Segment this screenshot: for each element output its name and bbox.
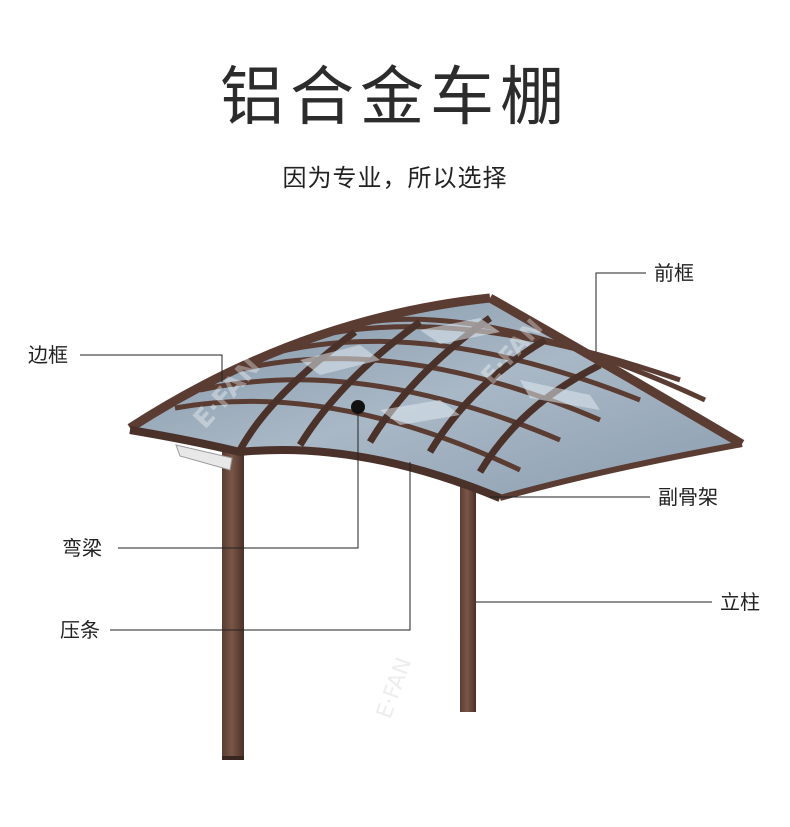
front-frame [487, 294, 745, 448]
leader-lines [80, 272, 712, 631]
label-pillar: 立柱 [720, 590, 760, 614]
label-curved-beam: 弯梁 [62, 536, 102, 560]
page-subtitle: 因为专业，所以选择 [282, 164, 508, 192]
front-edge [129, 426, 502, 502]
side-frame [127, 293, 491, 432]
label-press-strip: 压条 [60, 618, 100, 642]
front-pillar [222, 448, 244, 760]
label-side-frame: 边框 [28, 343, 68, 367]
curved-beams [236, 315, 602, 474]
label-sub-frame: 副骨架 [658, 485, 718, 509]
rear-frame [499, 441, 743, 501]
curved-beam-marker [351, 400, 365, 414]
label-front-frame: 前框 [654, 261, 694, 285]
page-title: 铝合金车棚 [220, 61, 570, 135]
back-pillar [460, 478, 476, 712]
svg-text:E·FAN: E·FAN [372, 654, 417, 722]
